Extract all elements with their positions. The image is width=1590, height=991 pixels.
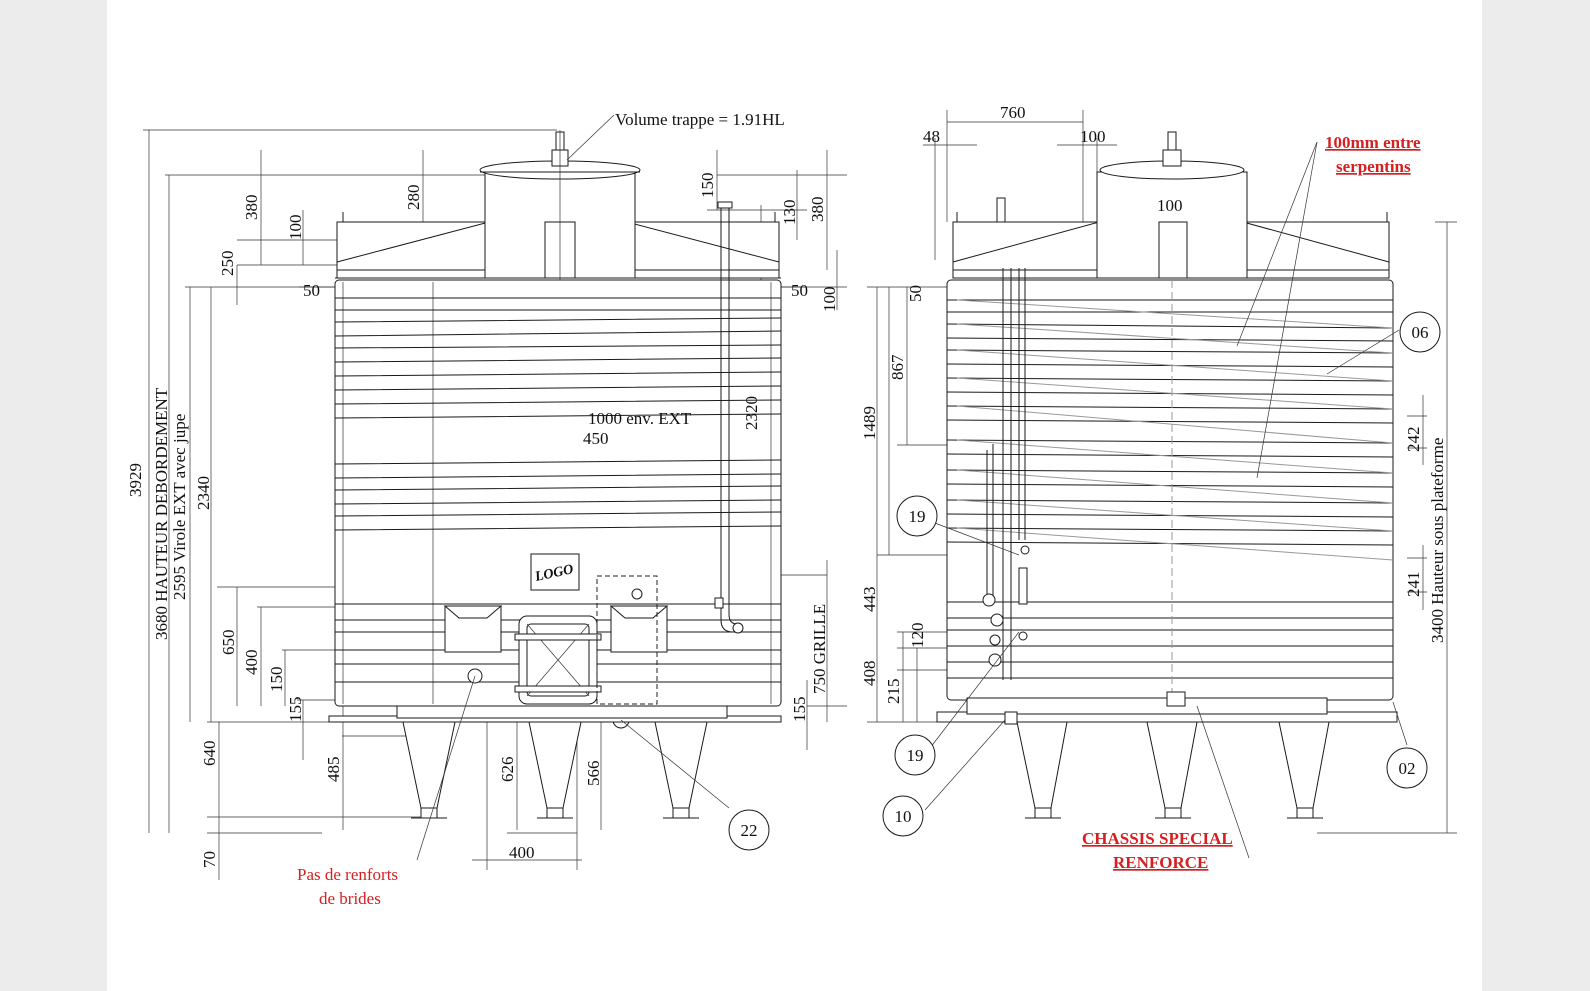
dim-242: 242 <box>1404 427 1423 453</box>
renforts-label-2: de brides <box>319 889 381 908</box>
volume-trappe-label: Volume trappe = 1.91HL <box>615 110 785 129</box>
dim-155-left: 155 <box>286 697 305 723</box>
dim-2340: 2340 <box>194 476 213 510</box>
dim-2320: 2320 <box>742 396 761 430</box>
callout-19-upper: 19 <box>896 495 938 537</box>
callout-06-text: 06 <box>1412 323 1429 342</box>
hauteur-debordement-label: 3680 HAUTEUR DEBORDEMENT <box>152 387 171 640</box>
dim-50-rv: 50 <box>906 285 925 302</box>
dim-485: 485 <box>324 757 343 783</box>
dim-48: 48 <box>923 127 940 146</box>
dim-450: 450 <box>583 429 609 448</box>
dim-100-top-left: 100 <box>286 215 305 241</box>
right-tank-view <box>867 110 1457 834</box>
dim-867: 867 <box>888 354 907 380</box>
dim-1489: 1489 <box>860 406 879 440</box>
virole-label: 2595 Virole EXT avec jupe <box>170 414 189 600</box>
dim-150-top: 150 <box>698 173 717 199</box>
chassis-label-1: CHASSIS SPECIAL <box>1082 829 1233 848</box>
dim-626: 626 <box>498 757 517 783</box>
dim-400-vert: 400 <box>242 650 261 676</box>
diam-ext-label: 1000 env. EXT <box>588 409 692 428</box>
hauteur-plateforme-label: 3400 Hauteur sous plateforme <box>1428 438 1447 643</box>
dim-150-vert: 150 <box>267 667 286 693</box>
dim-100-right: 100 <box>820 287 839 313</box>
callout-10-text: 10 <box>895 807 912 826</box>
dim-380-left: 380 <box>242 195 261 221</box>
serpentins-label-2: serpentins <box>1336 157 1411 176</box>
dim-100-top-right: 100 <box>1080 127 1106 146</box>
dim-241: 241 <box>1404 572 1423 598</box>
dim-155-right: 155 <box>790 697 809 723</box>
callout-02-text: 02 <box>1399 759 1416 778</box>
renforts-label-1: Pas de renforts <box>297 865 398 884</box>
grille-label: 750 GRILLE <box>810 604 829 694</box>
dim-50-left: 50 <box>303 281 320 300</box>
dim-640: 640 <box>200 741 219 767</box>
callout-02: 02 <box>1386 747 1428 789</box>
chassis-label-2: RENFORCE <box>1113 853 1208 872</box>
callout-22-text: 22 <box>741 821 758 840</box>
dim-566: 566 <box>584 761 603 787</box>
dim-3929: 3929 <box>126 463 145 497</box>
dim-215: 215 <box>884 679 903 705</box>
dim-50-right: 50 <box>791 281 808 300</box>
dim-280: 280 <box>404 185 423 211</box>
dim-400-horiz: 400 <box>509 843 535 862</box>
drawing-sheet: LOGO <box>107 0 1482 991</box>
dim-250: 250 <box>218 251 237 277</box>
callout-10: 10 <box>882 795 924 837</box>
callout-19-lower: 19 <box>894 734 936 776</box>
dim-100-center: 100 <box>1157 196 1183 215</box>
dim-70: 70 <box>200 851 219 868</box>
dim-120: 120 <box>908 623 927 649</box>
dim-650: 650 <box>219 630 238 656</box>
serpentins-label-1: 100mm entre <box>1325 133 1421 152</box>
callout-19-lower-text: 19 <box>907 746 924 765</box>
callout-06: 06 <box>1399 311 1441 353</box>
dim-130: 130 <box>780 200 799 226</box>
left-tank-view: LOGO <box>143 129 847 880</box>
dim-380-right: 380 <box>808 197 827 223</box>
tank-technical-drawing: LOGO <box>126 103 1457 908</box>
callout-19-upper-text: 19 <box>909 507 926 526</box>
callout-22: 22 <box>728 809 770 851</box>
dim-443: 443 <box>860 587 879 613</box>
dim-408: 408 <box>860 661 879 687</box>
dim-760: 760 <box>1000 103 1026 122</box>
